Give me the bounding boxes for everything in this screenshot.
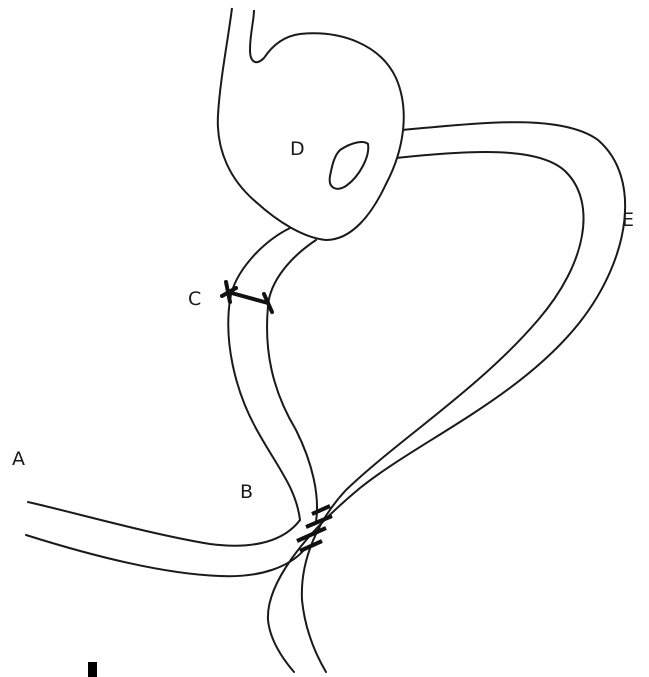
label-e: E xyxy=(622,209,634,231)
label-d: D xyxy=(290,138,305,160)
limb-b-right-wall xyxy=(267,240,317,522)
staple-3 xyxy=(297,528,326,541)
gastric-pouch-d xyxy=(218,8,404,240)
clip-c-bar xyxy=(228,292,268,303)
limb-b xyxy=(228,228,317,522)
label-a: A xyxy=(12,448,25,470)
limb-a xyxy=(26,502,304,576)
limb-a-upper-wall xyxy=(28,502,300,546)
bottom-mark xyxy=(88,662,97,677)
label-b: B xyxy=(240,481,253,503)
limb-b-left-wall xyxy=(228,228,300,520)
limb-a-lower-wall xyxy=(26,535,304,576)
label-c: C xyxy=(188,288,201,310)
